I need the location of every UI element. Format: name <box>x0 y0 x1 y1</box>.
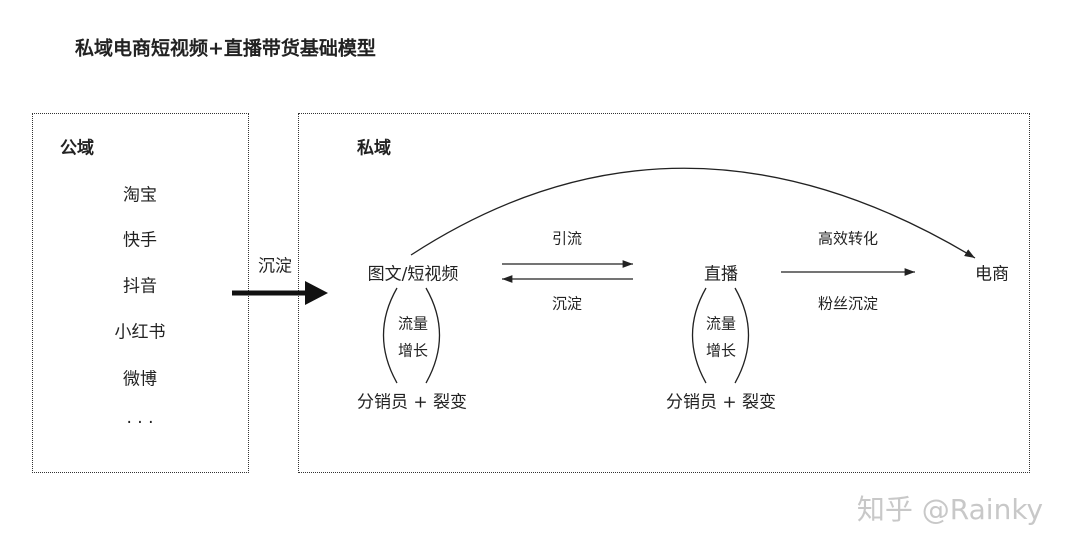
platform-item: 快手 <box>123 230 157 251</box>
loop-label: 增长 <box>705 341 737 360</box>
loop-bracket-left <box>382 287 398 384</box>
distributor-label: 分销员 + 裂变 <box>356 392 468 413</box>
loop-bracket-left <box>691 287 707 384</box>
node-live: 直播 <box>704 264 738 285</box>
loop-bracket-right <box>734 287 750 384</box>
edge-fans-label: 粉丝沉淀 <box>817 294 879 313</box>
platform-item: 微博 <box>123 369 157 390</box>
platform-item: 淘宝 <box>123 185 157 206</box>
watermark: 知乎 @Rainky <box>856 493 1044 526</box>
private-domain-label: 私域 <box>357 138 391 159</box>
edge-backward-label: 沉淀 <box>551 294 583 313</box>
arc-arrow <box>410 167 976 259</box>
edge-convert-label: 高效转化 <box>817 229 879 248</box>
thick-arrow <box>232 281 328 305</box>
loop-label: 流量 <box>705 314 737 333</box>
edge-forward-label: 引流 <box>551 229 583 248</box>
node-ecommerce: 电商 <box>975 264 1009 285</box>
platform-item: 小红书 <box>114 322 166 343</box>
platform-item: 抖音 <box>123 276 157 297</box>
diagram-title: 私域电商短视频+直播带货基础模型 <box>75 37 376 60</box>
node-content: 图文/短视频 <box>367 264 459 285</box>
public-domain-label: 公域 <box>60 138 94 159</box>
transfer-label: 沉淀 <box>258 256 292 277</box>
loop-bracket-right <box>425 287 441 384</box>
loop-label: 流量 <box>397 314 429 333</box>
platform-item: · · · <box>126 413 154 433</box>
loop-label: 增长 <box>397 341 429 360</box>
distributor-label: 分销员 + 裂变 <box>665 392 777 413</box>
